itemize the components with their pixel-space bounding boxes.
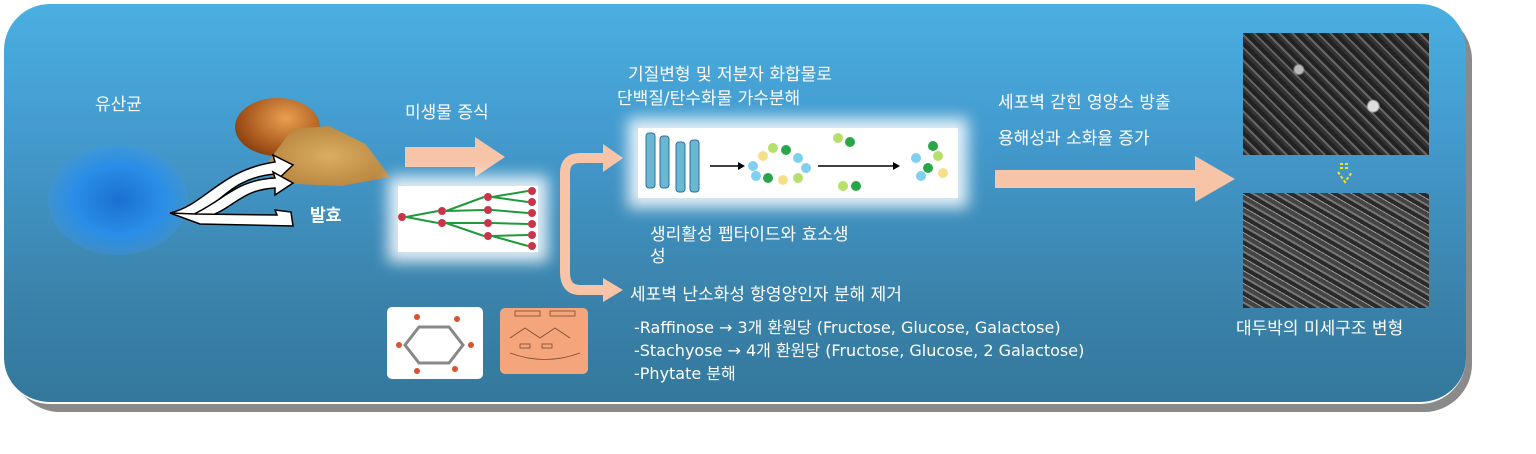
label-bioactive-1: 생리활성 펩타이드와 효소생 [650,225,849,245]
label-raffinose: -Raffinose → 3개 환원당 (Fructose, Glucose, … [634,318,1061,337]
label-stachyose: -Stachyose → 4개 환원당 (Fructose, Glucose, … [634,341,1085,360]
label-hydrolysis-1: 기질변형 및 저분자 화합물로 [628,65,832,85]
protein-hydrolysis-diagram [638,128,958,198]
growth-diagram [398,186,538,252]
label-release-1: 세포벽 갇힌 영양소 방출 [998,93,1171,113]
fermentation-arrows [169,153,295,227]
label-antinutrient-title: 세포벽 난소화성 항영양인자 분해 제거 [630,285,902,305]
phytate-complex-image [387,307,483,379]
growth-arrow [405,137,505,177]
label-fermentation: 발효 [310,206,342,226]
label-hydrolysis-2: 단백질/탄수화물 가수분해 [617,89,801,109]
oligosaccharide-diagram-image [500,308,588,374]
label-microstructure: 대두박의 미세구조 변형 [1236,319,1404,339]
sem-image-before [1243,33,1429,155]
sem-image-after [1243,193,1429,308]
label-lactic-bacteria: 유산균 [95,95,142,115]
label-microbe-growth: 미생물 증식 [405,103,489,123]
label-bioactive-2: 성 [650,247,666,267]
label-phytate: -Phytate 분해 [634,364,736,383]
release-arrow [995,156,1235,202]
diagram-panel [4,4,1466,404]
label-release-2: 용해성과 소화율 증가 [998,129,1150,149]
branch-arrow [560,144,623,302]
bacteria-image [48,145,188,255]
down-arrow-icon [1337,163,1353,184]
